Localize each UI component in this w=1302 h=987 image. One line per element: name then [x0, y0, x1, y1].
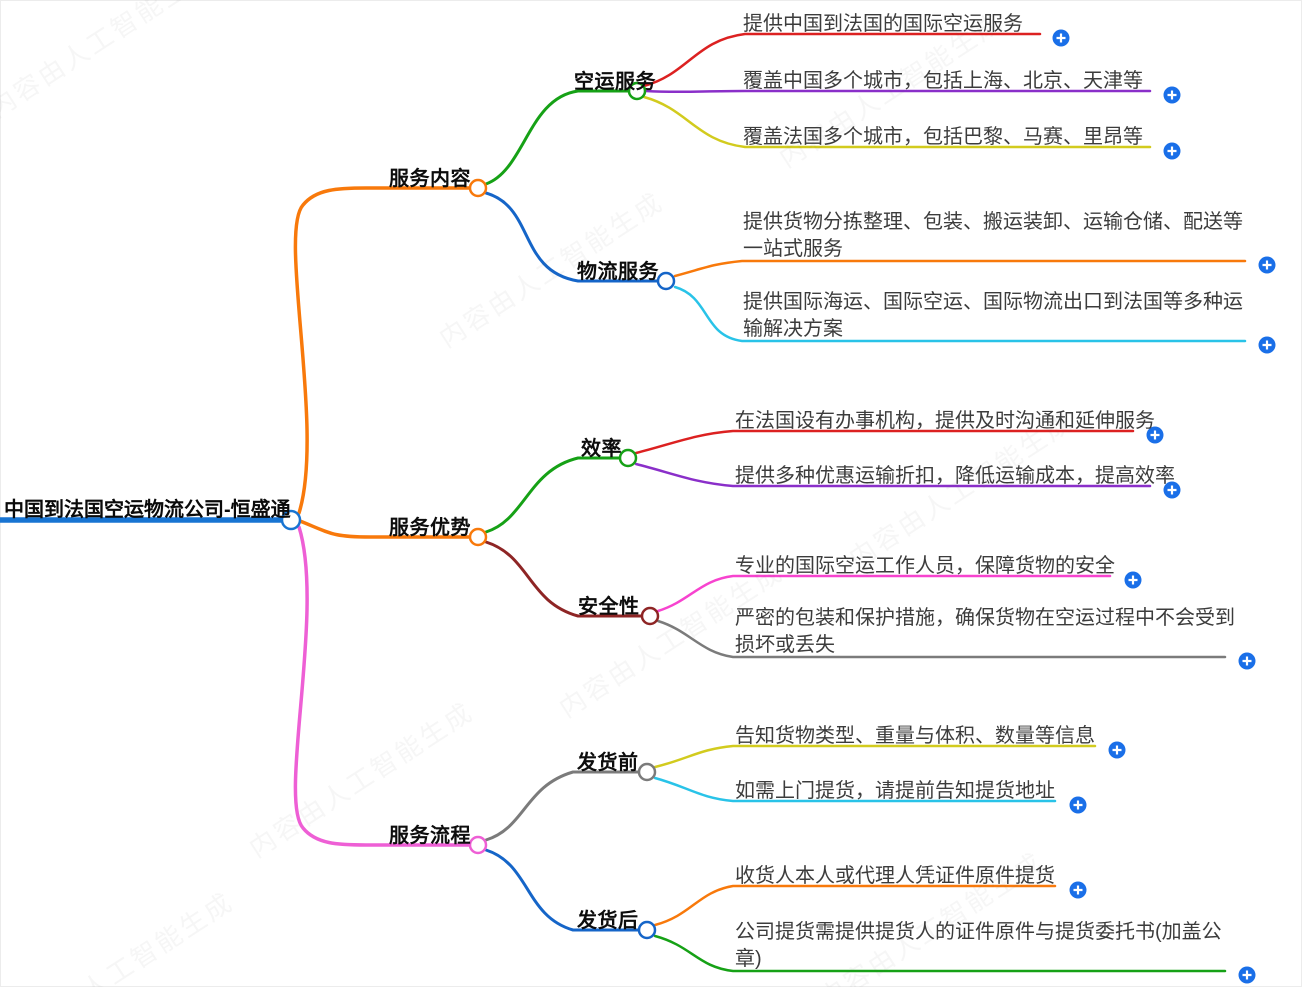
connector-service-advantage: [298, 519, 472, 539]
leaf-text-efficiency-1[interactable]: 在法国设有办事机构，提供及时沟通和延伸服务: [735, 410, 1155, 432]
add-button-safety-2[interactable]: [1238, 652, 1256, 670]
leaf-text-pre-1[interactable]: 告知货物类型、重量与体积、数量等信息: [735, 725, 1095, 747]
leaf-line-air-2: [644, 89, 1152, 94]
add-button-pre-2[interactable]: [1069, 796, 1087, 814]
node-label-pre-shipment[interactable]: 发货前: [577, 752, 639, 774]
plus-icon: [1167, 90, 1177, 100]
connector-post-shipment: [484, 848, 641, 932]
plus-icon: [1112, 745, 1122, 755]
node-label-air-freight[interactable]: 空运服务: [574, 71, 656, 93]
add-button-pre-1[interactable]: [1108, 741, 1126, 759]
node-label-post-shipment[interactable]: 发货后: [577, 910, 639, 932]
plus-icon: [1056, 33, 1066, 43]
node-label-safety[interactable]: 安全性: [578, 596, 640, 618]
leaf-text-air-3[interactable]: 覆盖法国多个城市，包括巴黎、马赛、里昂等: [743, 126, 1143, 148]
leaf-line-pre-1: [653, 744, 1097, 769]
leaf-text-post-1[interactable]: 收货人本人或代理人凭证件原件提货: [735, 865, 1055, 887]
node-label-efficiency[interactable]: 效率: [581, 438, 622, 460]
node-label-service-process[interactable]: 服务流程: [389, 825, 471, 847]
leaf-line-logistics-1: [673, 259, 1247, 278]
connector-efficiency: [484, 456, 622, 534]
plus-icon: [1242, 970, 1252, 980]
add-button-air-3[interactable]: [1163, 142, 1181, 160]
leaf-line-post-1: [653, 884, 1057, 927]
plus-icon: [1128, 575, 1138, 585]
node-handle-post-shipment[interactable]: [637, 920, 657, 940]
plus-icon: [1167, 485, 1177, 495]
plus-icon: [1167, 146, 1177, 156]
node-label-logistics[interactable]: 物流服务: [577, 261, 659, 283]
leaf-text-safety-2[interactable]: 严密的包装和保护措施，确保货物在空运过程中不会受到损坏或丢失: [735, 607, 1235, 656]
node-handle-service-process[interactable]: [468, 835, 488, 855]
plus-icon: [1262, 340, 1272, 350]
add-button-air-1[interactable]: [1052, 29, 1070, 47]
add-button-post-2[interactable]: [1238, 966, 1256, 984]
leaf-line-pre-2: [653, 776, 1057, 803]
add-button-logistics-1[interactable]: [1258, 256, 1276, 274]
leaf-line-safety-2: [656, 619, 1227, 659]
leaf-text-pre-2[interactable]: 如需上门提货，请提前告知提货地址: [735, 780, 1055, 802]
leaf-text-efficiency-2[interactable]: 提供多种优惠运输折扣，降低运输成本，提高效率: [735, 465, 1175, 487]
node-label-service-advantage[interactable]: 服务优势: [389, 517, 471, 539]
add-button-logistics-2[interactable]: [1258, 336, 1276, 354]
node-handle-service-content[interactable]: [468, 178, 488, 198]
leaf-line-logistics-2: [673, 285, 1247, 343]
leaf-text-post-2[interactable]: 公司提货需提供提货人的证件原件与提货委托书(加盖公章): [735, 921, 1222, 970]
connector-air-freight: [484, 89, 631, 186]
node-handle-root[interactable]: [280, 509, 302, 531]
node-handle-efficiency[interactable]: [618, 448, 638, 468]
connector-logistics: [484, 191, 660, 283]
connector-safety: [484, 540, 644, 618]
connector-service-content: [293, 186, 472, 515]
add-button-efficiency-1[interactable]: [1146, 426, 1164, 444]
leaf-line-efficiency-1: [634, 429, 1135, 455]
node-handle-air-freight[interactable]: [627, 81, 647, 101]
node-handle-service-advantage[interactable]: [468, 527, 488, 547]
leaf-text-air-1[interactable]: 提供中国到法国的国际空运服务: [743, 13, 1023, 35]
leaf-text-air-2[interactable]: 覆盖中国多个城市，包括上海、北京、天津等: [743, 70, 1143, 92]
plus-icon: [1073, 800, 1083, 810]
plus-icon: [1150, 430, 1160, 440]
leaf-line-safety-1: [656, 574, 1112, 613]
leaf-line-post-2: [653, 934, 1227, 973]
leaf-text-logistics-1[interactable]: 提供货物分拣整理、包装、搬运装卸、运输仓储、配送等一站式服务: [743, 211, 1243, 260]
plus-icon: [1073, 885, 1083, 895]
node-handle-logistics[interactable]: [656, 271, 676, 291]
plus-icon: [1262, 260, 1272, 270]
node-handle-safety[interactable]: [640, 606, 660, 626]
connector-pre-shipment: [484, 770, 641, 842]
add-button-post-1[interactable]: [1069, 881, 1087, 899]
leaf-line-air-3: [642, 95, 1152, 149]
connector-service-process: [293, 525, 472, 847]
add-button-safety-1[interactable]: [1124, 571, 1142, 589]
leaf-text-safety-1[interactable]: 专业的国际空运工作人员，保障货物的安全: [735, 555, 1115, 577]
node-label-service-content[interactable]: 服务内容: [389, 168, 471, 190]
add-button-efficiency-2[interactable]: [1163, 481, 1181, 499]
leaf-line-air-1: [642, 32, 1042, 88]
plus-icon: [1242, 656, 1252, 666]
leaf-text-logistics-2[interactable]: 提供国际海运、国际空运、国际物流出口到法国等多种运输解决方案: [743, 291, 1243, 340]
node-handle-pre-shipment[interactable]: [637, 762, 657, 782]
root-node-label[interactable]: 中国到法国空运物流公司-恒盛通: [4, 499, 291, 521]
add-button-air-2[interactable]: [1163, 86, 1181, 104]
leaf-line-efficiency-2: [634, 462, 1152, 488]
